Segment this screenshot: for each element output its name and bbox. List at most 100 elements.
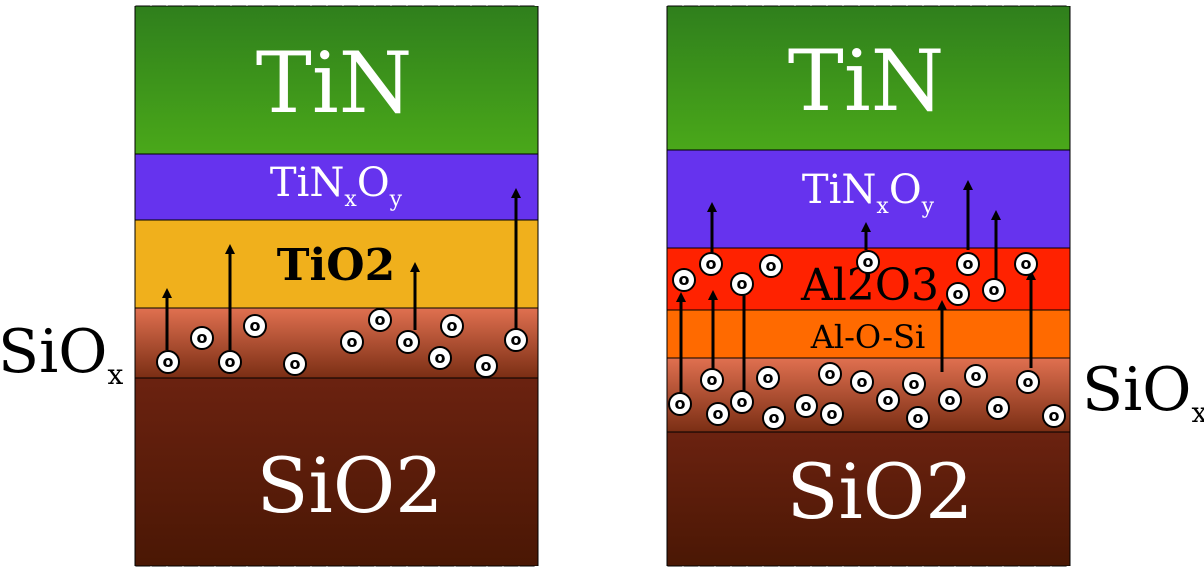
oxygen-vacancy-icon: [956, 252, 980, 276]
oxygen-vacancy-symbol: o: [945, 390, 956, 409]
oxygen-vacancy-symbol: o: [801, 396, 812, 415]
right-top-jagged-edge: [665, 0, 1072, 6]
oxygen-vacancy-symbol: o: [963, 254, 974, 273]
oxygen-vacancy-icon: [1014, 252, 1038, 276]
left-tio2-layer: [134, 219, 539, 309]
oxygen-vacancy-icon: [340, 330, 364, 354]
oxygen-vacancy-symbol: o: [706, 254, 717, 273]
oxygen-vacancy-icon: [964, 364, 988, 388]
oxygen-vacancy-symbol: o: [435, 348, 446, 367]
oxygen-vacancy-symbol: o: [511, 330, 522, 349]
oxygen-vacancy-symbol: o: [250, 316, 261, 335]
oxygen-vacancy-icon: [243, 314, 267, 338]
oxygen-vacancy-symbol: o: [993, 398, 1004, 417]
oxygen-vacancy-icon: [820, 402, 844, 426]
oxygen-vacancy-symbol: o: [197, 328, 208, 347]
oxygen-vacancy-symbol: o: [825, 364, 836, 383]
left-arrows: [162, 188, 521, 350]
oxygen-vacancy-symbol: o: [737, 392, 748, 411]
oxygen-vacancy-symbol: o: [1023, 372, 1034, 391]
oxygen-vacancy-icon: [946, 282, 970, 306]
oxygen-vacancy-symbol: o: [447, 316, 458, 335]
oxygen-vacancy-symbol: o: [909, 374, 920, 393]
arrow-head: [1026, 270, 1036, 280]
oxygen-vacancy-symbol: o: [989, 280, 1000, 299]
oxygen-vacancy-icon: [699, 252, 723, 276]
oxygen-vacancy-icon: [700, 368, 724, 392]
oxygen-vacancy-icon: [283, 352, 307, 376]
arrow-head: [410, 262, 420, 272]
oxygen-vacancy-icon: [504, 328, 528, 352]
right-arrows: [676, 180, 1036, 392]
oxygen-vacancy-symbol: o: [953, 284, 964, 303]
oxygen-vacancy-symbol: o: [857, 372, 868, 391]
oxygen-vacancy-icon: [794, 394, 818, 418]
oxygen-vacancy-symbol: o: [163, 352, 174, 371]
oxygen-vacancy-symbol: o: [766, 256, 777, 275]
oxygen-vacancy-icon: [730, 390, 754, 414]
oxygen-vacancy-symbol: o: [679, 270, 690, 289]
oxygen-vacancy-symbol: o: [225, 352, 236, 371]
oxygen-vacancy-icon: [428, 346, 452, 370]
arrow-head: [861, 222, 871, 232]
arrow-head: [708, 290, 718, 300]
oxygen-vacancy-icon: [906, 406, 930, 430]
right-bottom-jagged-edge: [665, 566, 1072, 574]
oxygen-vacancy-icon: [396, 330, 420, 354]
oxygen-vacancy-icon: [876, 388, 900, 412]
right-tinxoy-label: TiNxOy: [802, 167, 935, 219]
oxygen-vacancy-symbol: o: [763, 368, 774, 387]
oxygen-vacancy-icon: [156, 350, 180, 374]
arrow-head: [937, 300, 947, 310]
arrow-head: [511, 188, 521, 198]
oxygen-vacancy-icon: [818, 362, 842, 386]
oxygen-vacancy-symbol: o: [769, 408, 780, 427]
oxygen-vacancy-icon: [218, 350, 242, 374]
left-top-jagged-edge: [133, 0, 540, 6]
oxygen-vacancy-icon: [668, 392, 692, 416]
oxygen-vacancy-icon: [938, 388, 962, 412]
left-tin-layer: [134, 5, 539, 155]
left-tinxoy-layer: [134, 153, 539, 221]
left-bottom-jagged-edge: [133, 566, 540, 574]
right-tin-layer: [666, 5, 1071, 151]
oxygen-vacancy-icon: [762, 406, 786, 430]
oxygen-vacancy-icon: [986, 396, 1010, 420]
oxygen-vacancy-symbol: o: [1049, 406, 1060, 425]
oxygen-vacancy-icon: [759, 254, 783, 278]
oxygen-vacancy-symbol: o: [290, 354, 301, 373]
left-tio2-label: TiO2: [277, 240, 395, 291]
oxygen-vacancy-symbol: o: [827, 404, 838, 423]
oxygen-vacancy-symbol: o: [713, 404, 724, 423]
arrow-head: [991, 210, 1001, 220]
oxygen-vacancy-icon: [850, 370, 874, 394]
left-siox-side-label: SiOx: [0, 317, 123, 391]
oxygen-vacancy-symbol: o: [481, 356, 492, 375]
left-sio2-layer: [134, 377, 539, 567]
oxygen-vacancy-icon: [982, 278, 1006, 302]
arrow-head: [162, 288, 172, 298]
right-alosi-label: Al-O-Si: [810, 318, 926, 356]
right-al2o3-label: Al2O3: [800, 260, 939, 311]
left-sio2-label: SiO2: [256, 441, 443, 530]
oxygen-vacancy-icon: [190, 326, 214, 350]
oxygen-vacancy-icon: [706, 402, 730, 426]
oxygen-vacancy-symbol: o: [737, 274, 748, 293]
right-alosi-layer: [666, 309, 1071, 359]
oxygen-vacancy-symbol: o: [863, 252, 874, 271]
arrow-head: [225, 244, 235, 254]
oxygen-vacancy-symbol: o: [913, 408, 924, 427]
arrow-head: [676, 292, 686, 302]
oxygen-vacancy-icon: [730, 272, 754, 296]
left-tin-label: TiN: [256, 34, 412, 132]
oxygen-vacancy-symbol: o: [883, 390, 894, 409]
oxygen-vacancy-symbol: o: [707, 370, 718, 389]
oxygen-vacancy-icon: [1016, 370, 1040, 394]
oxygen-vacancy-symbol: o: [347, 332, 358, 351]
oxygen-vacancy-icon: [474, 354, 498, 378]
